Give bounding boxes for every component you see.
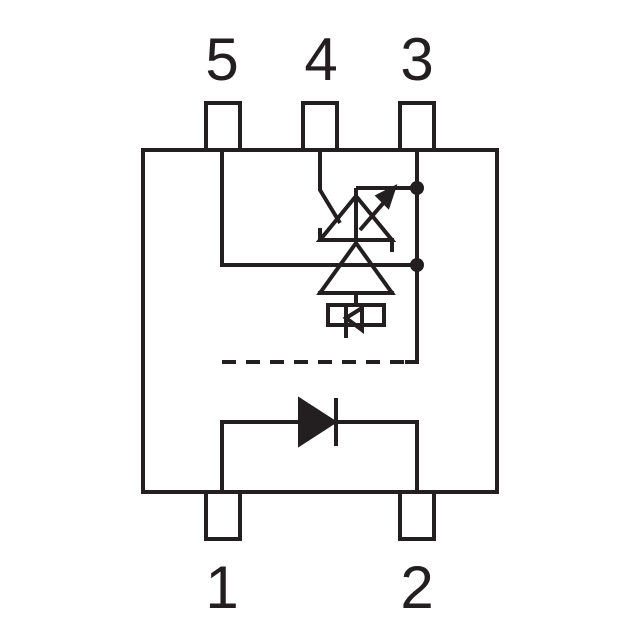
zero-cross-circuit xyxy=(326,293,386,338)
pin-2 xyxy=(398,490,436,541)
wire-pin5 xyxy=(220,150,417,267)
pin-2-label: 2 xyxy=(400,554,434,621)
pin-5-label: 5 xyxy=(205,26,239,93)
arrow-icon xyxy=(358,184,398,232)
pin-4-label: 4 xyxy=(304,26,338,93)
pin-5 xyxy=(204,101,242,152)
pin-3 xyxy=(398,101,436,152)
junction-dot-top xyxy=(410,181,424,195)
pin-1-label: 1 xyxy=(205,554,239,621)
pin-1 xyxy=(204,490,242,541)
package-body xyxy=(141,148,499,494)
pin-4 xyxy=(301,101,339,152)
wire-pin4-gate xyxy=(318,150,342,225)
junction-dot-mid xyxy=(410,258,424,272)
pin-3-label: 3 xyxy=(400,26,434,93)
led-diode-symbol xyxy=(298,396,338,448)
wire-pin3 xyxy=(405,150,419,364)
